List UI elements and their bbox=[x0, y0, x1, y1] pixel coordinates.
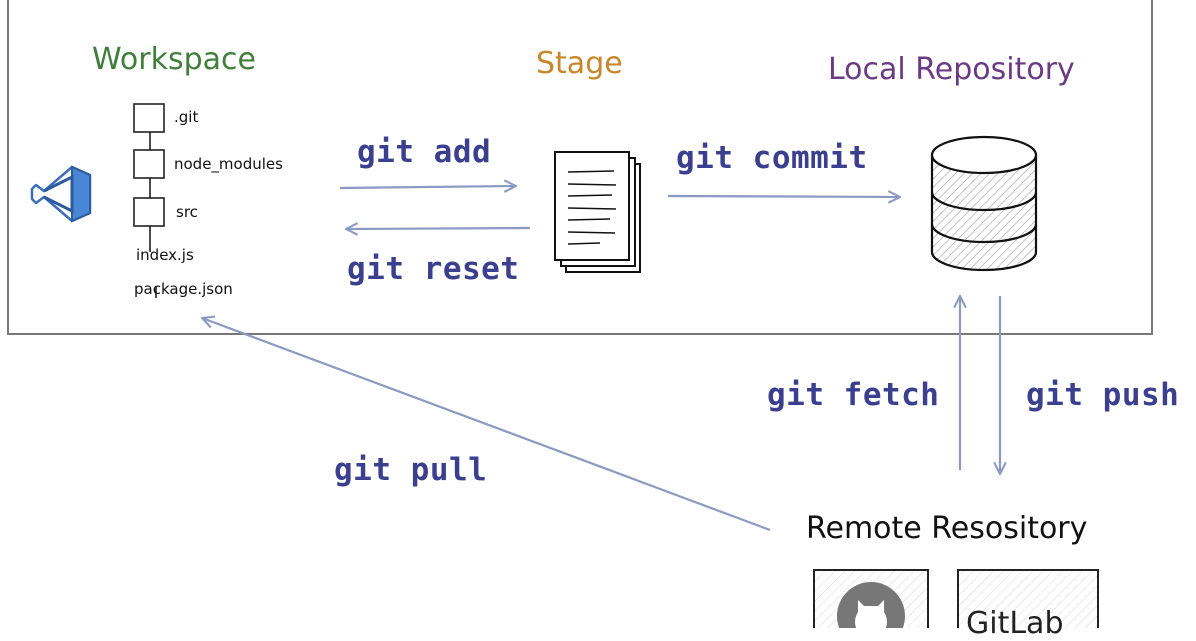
tree-box-src bbox=[133, 197, 165, 227]
arrow-git-pull bbox=[202, 318, 771, 532]
workspace-tree bbox=[133, 103, 165, 298]
label-git-fetch: git fetch bbox=[767, 377, 940, 413]
tree-item-node-modules: node_modules bbox=[174, 155, 283, 173]
label-git-push: git push bbox=[1026, 377, 1180, 413]
label-git-reset: git reset bbox=[347, 251, 520, 287]
github-icon bbox=[813, 569, 929, 628]
label-git-pull: git pull bbox=[334, 452, 488, 488]
tree-item-src: src bbox=[176, 203, 198, 221]
tree-box-node-modules bbox=[133, 149, 165, 179]
database-icon bbox=[930, 135, 1038, 272]
arrow-git-add bbox=[339, 186, 516, 188]
local-repository-title: Local Repository bbox=[828, 52, 1075, 87]
document-stack-icon bbox=[554, 151, 641, 273]
diagram-canvas bbox=[7, 0, 1153, 628]
vscode-icon bbox=[30, 165, 92, 223]
gitlab-icon bbox=[957, 569, 1099, 628]
tree-box-git bbox=[133, 103, 165, 133]
label-git-commit: git commit bbox=[676, 140, 868, 176]
tree-item-git: .git bbox=[174, 108, 199, 126]
stage-title: Stage bbox=[536, 46, 623, 81]
label-git-add: git add bbox=[357, 134, 492, 170]
arrow-git-reset bbox=[346, 228, 531, 229]
tree-item-index-js: index.js bbox=[136, 246, 194, 264]
workspace-title: Workspace bbox=[92, 42, 256, 77]
remote-repository-title: Remote Resository bbox=[806, 511, 1088, 546]
tree-item-package-json: package.json bbox=[134, 280, 233, 298]
gitlab-label: GitLab bbox=[966, 606, 1064, 641]
arrow-git-commit bbox=[667, 196, 900, 197]
local-frame bbox=[7, 0, 1153, 335]
